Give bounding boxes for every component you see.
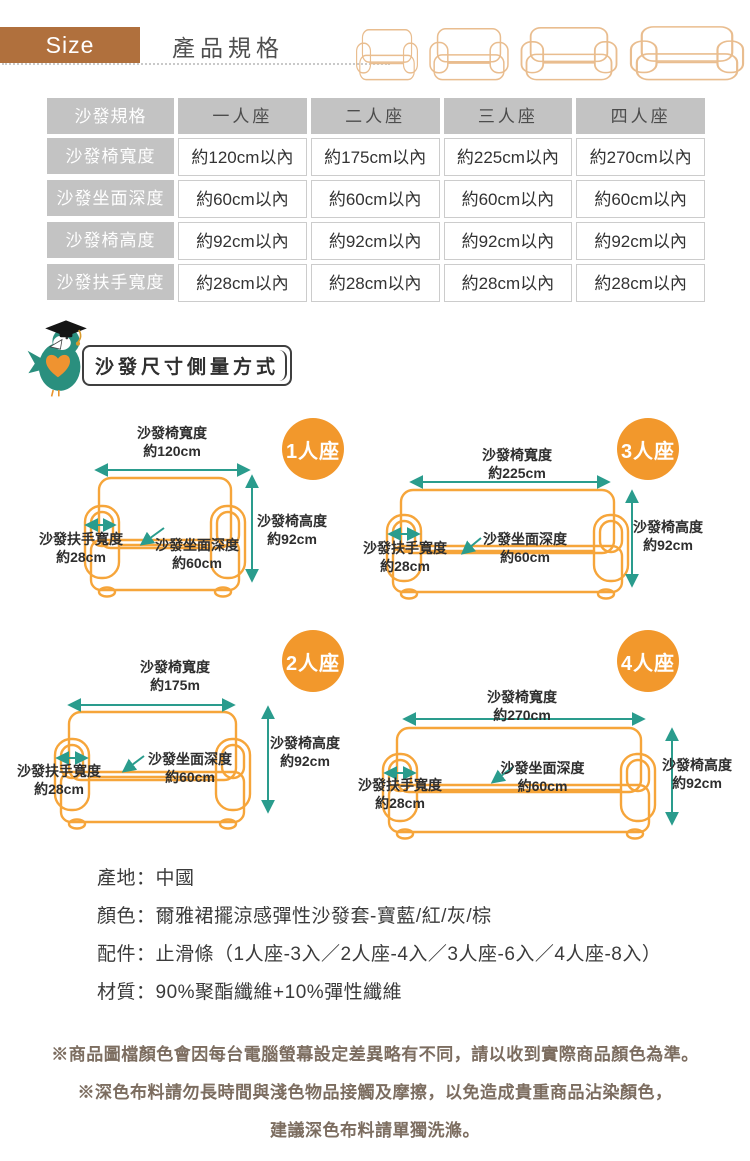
spec-row-label: 沙發椅高度 xyxy=(47,222,174,258)
measure-method-title: 沙發尺寸側量方式 xyxy=(94,357,279,378)
spec-value-cell: 約225cm以內 xyxy=(443,138,573,176)
spec-row-label: 沙發坐面深度 xyxy=(47,180,174,216)
sofa-1seat-icon xyxy=(356,28,418,81)
armrest-measure-label: 沙發扶手寬度約28cm xyxy=(363,540,447,574)
sofa-3seat-icon xyxy=(520,27,618,81)
width-measure-label: 沙發椅寬度約120cm xyxy=(137,425,207,459)
seater-count-badge: 4人座 xyxy=(617,630,679,692)
measure-arrows xyxy=(383,712,679,826)
sofa-2seat-icon xyxy=(429,27,509,81)
sofa-outline-drawing xyxy=(83,463,259,598)
spec-col-header: 四人座 xyxy=(576,98,705,134)
seat-depth-measure-label: 沙發坐面深度約60cm xyxy=(148,751,232,785)
spec-value-cell: 約60cm以內 xyxy=(576,180,705,218)
spec-value-cell: 約92cm以內 xyxy=(443,222,573,260)
height-measure-label: 沙發椅高度約92cm xyxy=(662,757,732,791)
diagram-3-seater: 3人座 沙發椅寬度約225cm 沙發椅高度約92cm 沙發扶手寬度約28cm 沙… xyxy=(355,418,750,618)
sofa-outline-drawing xyxy=(381,712,679,840)
product-accessory-line: 配件：止滑條（1人座-3入／2人座-4入／3人座-6入／4人座-8入） xyxy=(97,944,662,965)
armrest-measure-label: 沙發扶手寬度約28cm xyxy=(17,763,101,797)
sofa-outline xyxy=(385,488,630,600)
spec-value-cell: 約28cm以內 xyxy=(443,264,573,302)
sofa-outline xyxy=(83,476,247,598)
seater-count-badge: 2人座 xyxy=(282,630,344,692)
armrest-measure-label: 沙發扶手寬度約28cm xyxy=(358,777,442,811)
height-measure-label: 沙發椅高度約92cm xyxy=(633,519,703,553)
sofa-outline-drawing xyxy=(385,475,639,600)
product-origin-line: 產地：中國 xyxy=(97,868,195,889)
sofa-outline xyxy=(53,710,252,830)
sofa-outline-drawing xyxy=(53,698,275,830)
spec-corner-header: 沙發規格 xyxy=(47,98,174,134)
measure-arrows xyxy=(84,463,259,583)
spec-col-header: 二人座 xyxy=(310,98,440,134)
diagram-4-seater: 4人座 沙發椅寬度約270cm 沙發椅高度約92cm 沙發扶手寬度約28cm 沙… xyxy=(345,628,750,860)
height-measure-label: 沙發椅高度約92cm xyxy=(257,513,327,547)
spec-value-cell: 約92cm以內 xyxy=(178,222,307,260)
page-title: 產品規格 xyxy=(172,35,284,61)
spec-row-label: 沙發椅寬度 xyxy=(47,138,174,174)
product-info: 產地：中國 顏色：爾雅裙擺涼感彈性沙發套-寶藍/紅/灰/棕 配件：止滑條（1人座… xyxy=(97,868,661,1020)
spec-value-cell: 約92cm以內 xyxy=(310,222,440,260)
spec-value-cell: 約60cm以內 xyxy=(178,180,307,218)
dotted-divider xyxy=(2,43,390,65)
note-line: ※商品圖檔顏色會因每台電腦螢幕設定差異略有不同，請以收到實際商品顏色為準。 xyxy=(51,1045,699,1064)
width-measure-label: 沙發椅寬度約270cm xyxy=(487,689,557,723)
spec-col-header: 一人座 xyxy=(178,98,307,134)
measure-method-plate: 沙發尺寸側量方式 xyxy=(82,345,292,386)
measure-arrows xyxy=(55,698,275,814)
spec-value-cell: 約60cm以內 xyxy=(443,180,573,218)
product-color-line: 顏色：爾雅裙擺涼感彈性沙發套-寶藍/紅/灰/棕 xyxy=(97,906,492,927)
spec-value-cell: 約92cm以內 xyxy=(576,222,705,260)
seater-count-badge: 1人座 xyxy=(282,418,344,480)
seater-count-badge: 3人座 xyxy=(617,418,679,480)
footer-notes: ※商品圖檔顏色會因每台電腦螢幕設定差異略有不同，請以收到實際商品顏色為準。 ※深… xyxy=(0,1040,750,1154)
graduate-bird-mascot-icon xyxy=(27,320,87,397)
measure-arrows xyxy=(387,475,639,588)
diagram-1-seater: 1人座 沙發椅寬度約120cm 沙發椅高度約92cm 沙發扶手寬度約28cm 沙… xyxy=(20,418,350,618)
diagram-2-seater: 2人座 沙發椅寬度約175m 沙發椅高度約92cm 沙發扶手寬度約28cm 沙發… xyxy=(10,628,370,855)
seat-depth-measure-label: 沙發坐面深度約60cm xyxy=(155,537,239,571)
spec-col-header: 三人座 xyxy=(443,98,573,134)
note-line: ※深色布料請勿長時間與淺色物品接觸及摩擦，以免造成貴重商品沾染顏色， xyxy=(77,1083,673,1102)
seat-depth-measure-label: 沙發坐面深度約60cm xyxy=(483,531,567,565)
sofa-size-icons xyxy=(355,24,746,81)
note-line: 建議深色布料請單獨洗滌。 xyxy=(270,1121,480,1140)
spec-value-cell: 約175cm以內 xyxy=(310,138,440,176)
spec-row-label: 沙發扶手寬度 xyxy=(47,264,174,300)
spec-value-cell: 約28cm以內 xyxy=(310,264,440,302)
width-measure-label: 沙發椅寬度約175m xyxy=(140,659,210,693)
height-measure-label: 沙發椅高度約92cm xyxy=(270,735,340,769)
spec-value-cell: 約120cm以內 xyxy=(178,138,307,176)
seat-depth-measure-label: 沙發坐面深度約60cm xyxy=(500,760,585,794)
product-material-line: 材質：90%聚酯纖維+10%彈性纖維 xyxy=(97,982,403,1003)
spec-value-cell: 約60cm以內 xyxy=(310,180,440,218)
spec-value-cell: 約28cm以內 xyxy=(178,264,307,302)
size-section-badge: Size xyxy=(0,27,140,63)
armrest-measure-label: 沙發扶手寬度約28cm xyxy=(39,531,123,565)
spec-value-cell: 約28cm以內 xyxy=(576,264,705,302)
sofa-4seat-icon xyxy=(629,26,745,81)
spec-value-cell: 約270cm以內 xyxy=(576,138,705,176)
width-measure-label: 沙發椅寬度約225cm xyxy=(482,447,552,481)
spec-table: 沙發規格 一人座 二人座 三人座 四人座 沙發椅寬度 約120cm以內 約175… xyxy=(47,98,705,302)
